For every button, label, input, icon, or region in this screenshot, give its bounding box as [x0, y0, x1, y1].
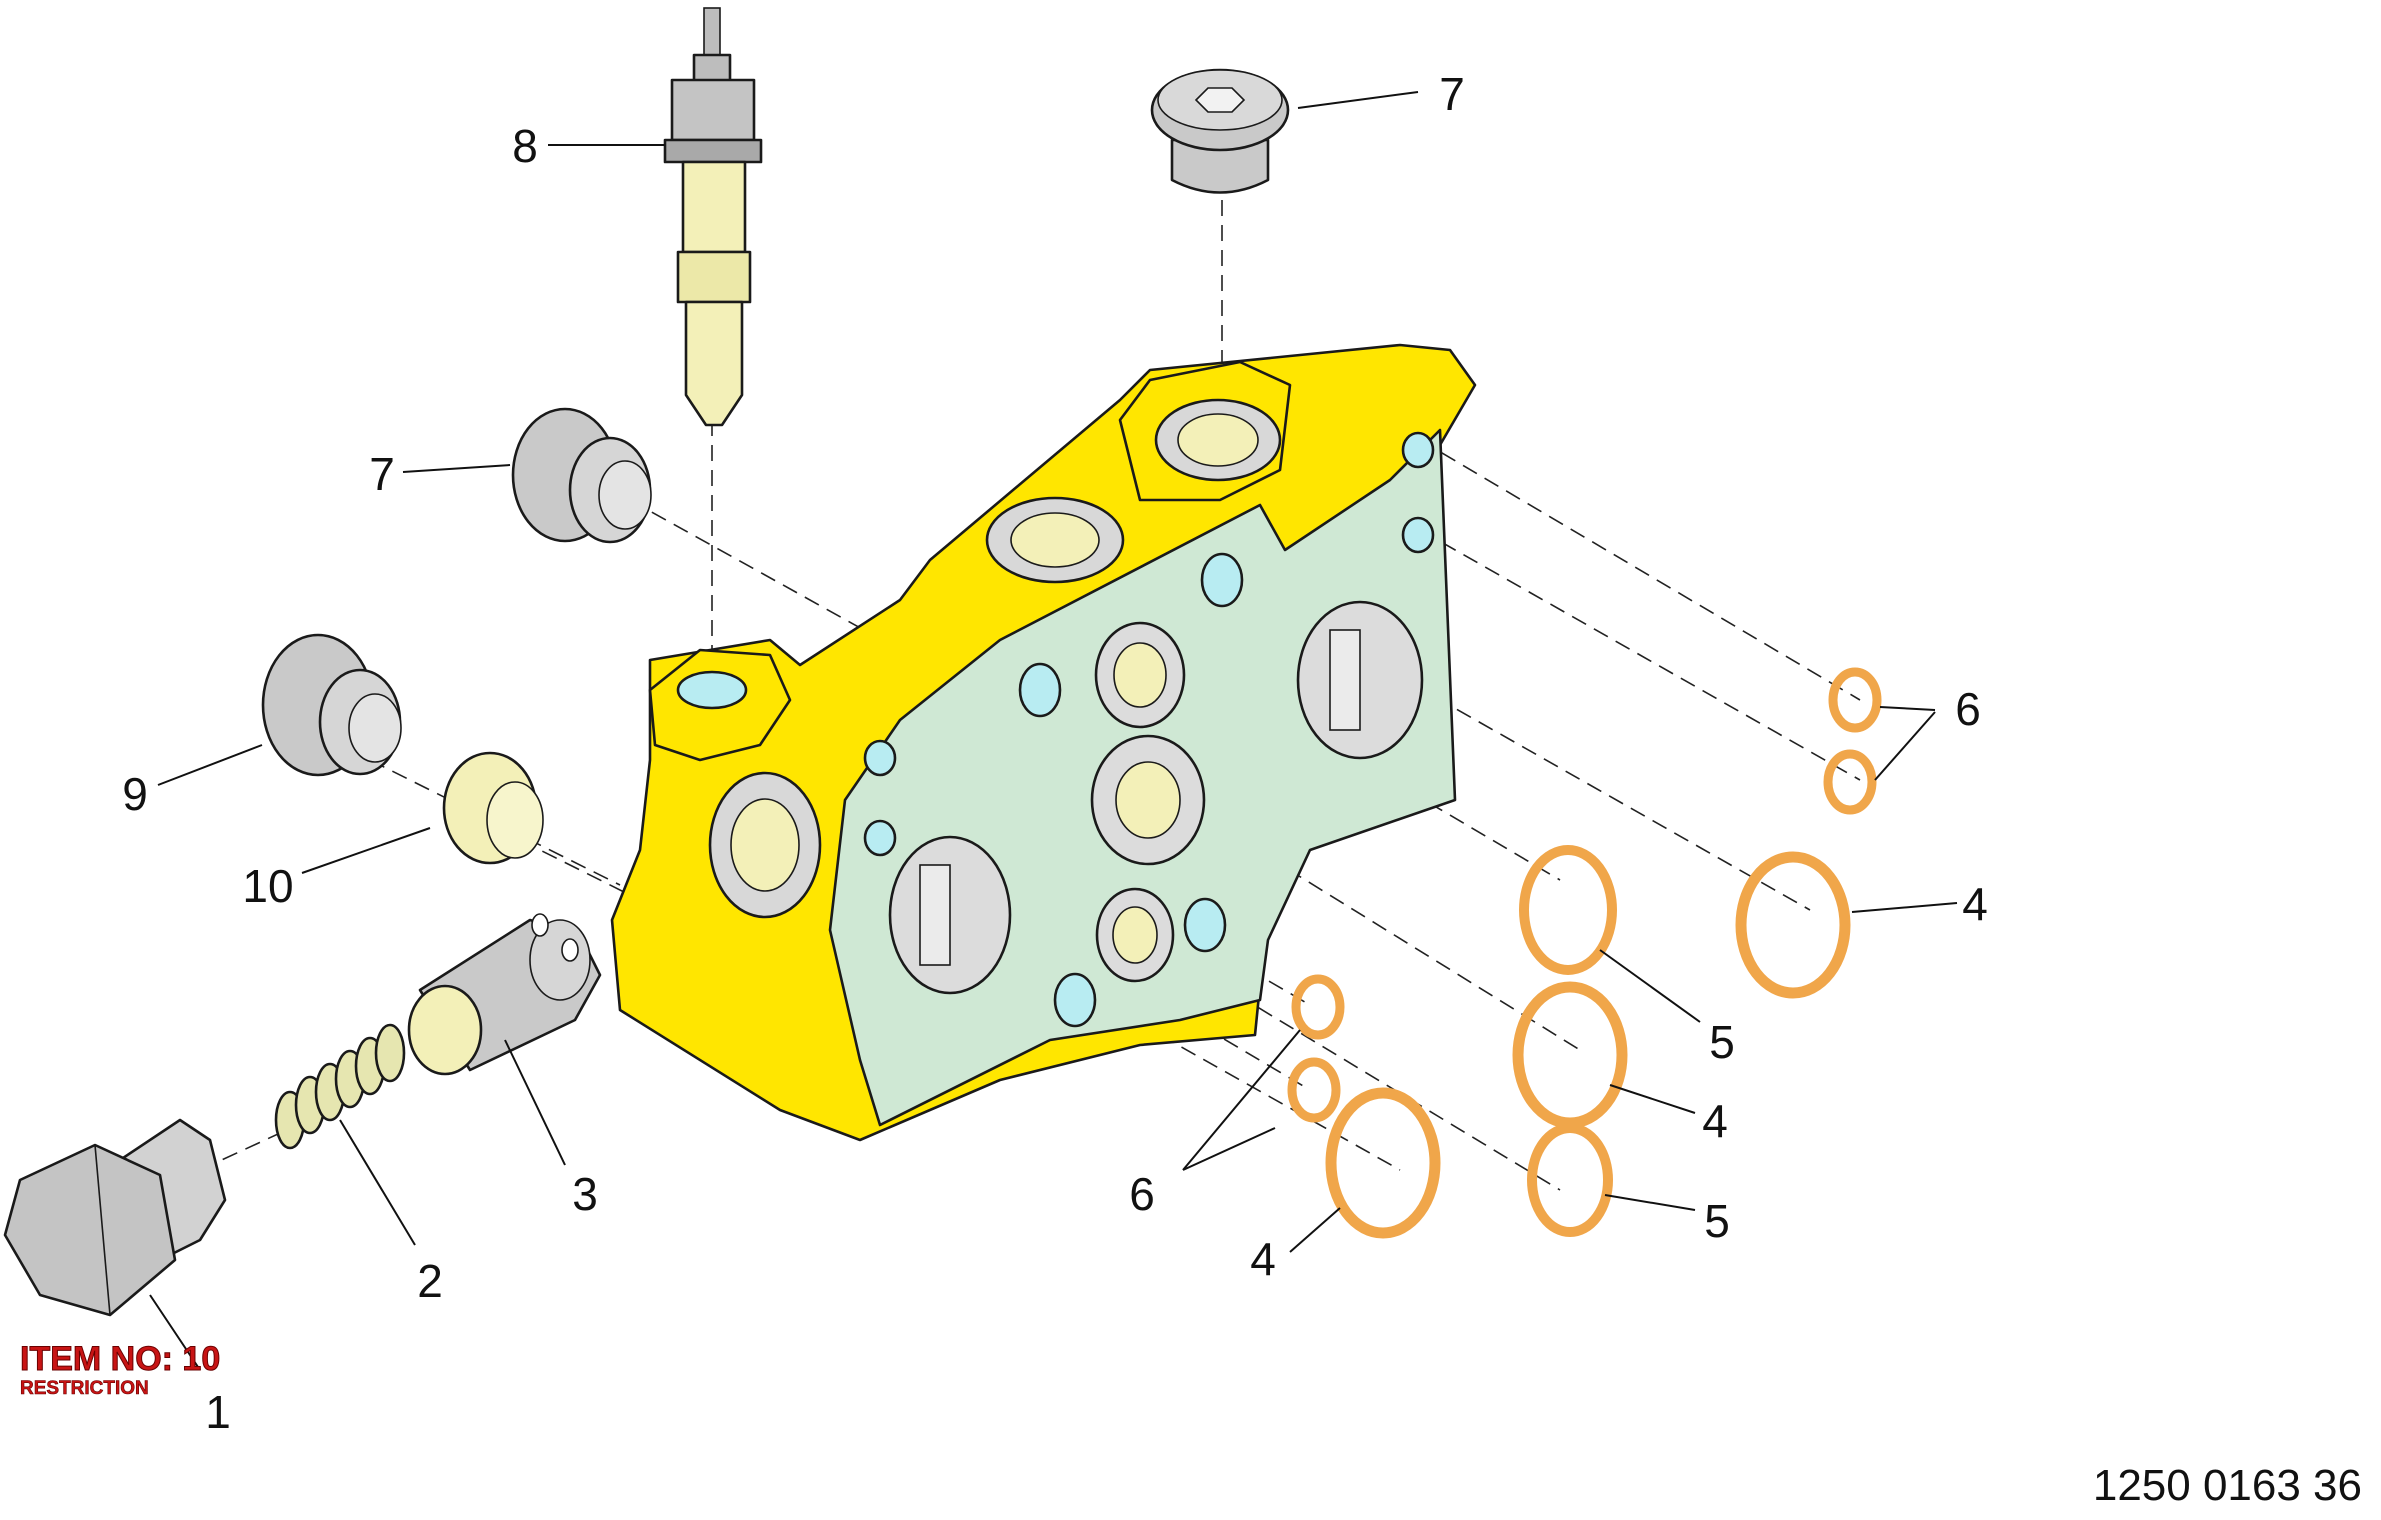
- leader-lines: [149, 91, 1958, 1371]
- part-8-threaded-probe: [663, 7, 763, 427]
- face-small-port-1: [1200, 552, 1244, 608]
- callout-labels: 8 7 7 9 10 3 2 1 6 4 5 4 5 6 4: [122, 68, 1988, 1438]
- side-threaded-port-thread: [730, 798, 800, 892]
- callout-3: 3: [572, 1168, 598, 1220]
- face-small-port-2: [1018, 662, 1062, 718]
- callout-9: 9: [122, 768, 148, 820]
- item-stamp-subtitle: RESTRICTION: [20, 1378, 149, 1399]
- probe-shank-upper: [681, 160, 747, 254]
- part-3-sleeve: [407, 913, 602, 1076]
- callout-5-lower: 5: [1704, 1195, 1730, 1247]
- sleeve-hole-2: [531, 913, 549, 937]
- face-small-port-3: [1183, 897, 1227, 953]
- plug-9-face: [348, 693, 402, 763]
- face-slot-right-bar: [1329, 629, 1361, 731]
- face-port-lower-inner: [1112, 906, 1158, 964]
- glow-plug-port: [676, 670, 748, 710]
- probe-thread: [676, 250, 752, 304]
- face-dowel-2: [1401, 516, 1435, 554]
- part-1-hex-plug: [3, 1118, 227, 1317]
- face-dowel-1: [1401, 431, 1435, 469]
- callout-4-middle: 4: [1702, 1095, 1728, 1147]
- part-10-restriction: [442, 751, 544, 865]
- valve-body: [610, 343, 1477, 1142]
- probe-stud: [703, 7, 721, 59]
- spring-coil: [374, 1023, 406, 1083]
- callout-8: 8: [512, 120, 538, 172]
- face-port-large-upper-inner: [1113, 642, 1167, 708]
- seal-4-middle: [1512, 981, 1628, 1129]
- callout-10: 10: [242, 860, 293, 912]
- seal-4-right: [1735, 851, 1851, 999]
- rear-top-port-thread: [1177, 413, 1259, 467]
- probe-nut-small: [692, 53, 732, 83]
- hex-plug-edge: [94, 1144, 111, 1316]
- callout-7-top: 7: [1439, 68, 1465, 120]
- callout-4-right: 4: [1962, 878, 1988, 930]
- sleeve-hole-1: [561, 938, 579, 962]
- callout-5-upper: 5: [1709, 1016, 1735, 1068]
- face-dowel-4: [863, 819, 897, 857]
- probe-hex-body: [670, 78, 756, 142]
- hex-socket-icon: [1194, 87, 1246, 113]
- sleeve-end: [529, 919, 591, 1001]
- left-plug-face: [598, 460, 652, 530]
- item-stamp-title: ITEM NO: 10: [20, 1340, 220, 1378]
- sleeve-bore: [407, 984, 483, 1076]
- seal-6-lower-a: [1291, 974, 1345, 1040]
- seal-6-upper-b: [1823, 749, 1877, 815]
- face-port-large-mid-inner: [1115, 761, 1181, 839]
- callout-1: 1: [205, 1386, 231, 1438]
- hex-plug-head: [3, 1143, 177, 1317]
- probe-collar: [663, 138, 763, 164]
- part-9-plug: [261, 633, 402, 777]
- item-stamp: ITEM NO: 10 RESTRICTION: [20, 1340, 221, 1400]
- part-2-spring: [274, 1023, 406, 1150]
- face-dowel-3: [863, 739, 897, 777]
- front-top-port-thread: [1010, 512, 1100, 568]
- callout-6-lower: 6: [1129, 1168, 1155, 1220]
- callout-6-upper: 6: [1955, 683, 1981, 735]
- callout-4-lower: 4: [1250, 1233, 1276, 1285]
- drawing-number: 1250 0163 36: [2093, 1461, 2362, 1510]
- callout-7-left: 7: [369, 448, 395, 500]
- seal-5-lower: [1527, 1123, 1613, 1237]
- face-slot-left-bar: [919, 864, 951, 966]
- seals: [1287, 667, 1882, 1239]
- seal-4-lower: [1325, 1087, 1441, 1239]
- face-small-port-4: [1053, 972, 1097, 1028]
- restriction-face: [486, 781, 544, 859]
- part-7-top-plug: [1150, 68, 1290, 194]
- seal-6-upper-a: [1828, 667, 1882, 733]
- seal-5-upper: [1519, 845, 1617, 975]
- callout-2: 2: [417, 1255, 443, 1307]
- top-plug-thread: [1170, 138, 1270, 194]
- part-7-left-plug: [511, 407, 652, 544]
- seal-6-lower-b: [1287, 1057, 1341, 1123]
- probe-tip: [684, 300, 744, 427]
